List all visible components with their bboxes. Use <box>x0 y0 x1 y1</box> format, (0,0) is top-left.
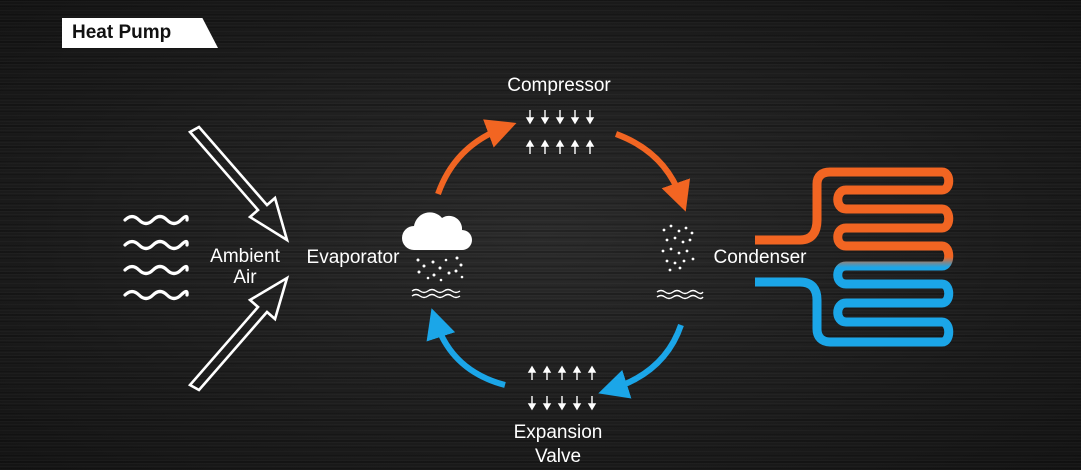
arc-compressor-to-condenser <box>614 131 691 212</box>
expansion-valve-label: Expansion Valve <box>488 421 628 469</box>
hollow-arrow-icon <box>187 275 290 392</box>
down-arrows-icon <box>527 396 597 411</box>
hollow-arrow-icon <box>187 125 290 243</box>
diagram-title: Heat Pump <box>72 22 172 43</box>
arc-evaporator-to-compressor <box>435 119 517 196</box>
arc-condenser-to-expansion <box>598 324 684 399</box>
expansion-valve-label-line1: Expansion <box>513 422 603 443</box>
up-arrows-icon <box>527 365 597 380</box>
wave-icon <box>411 288 461 299</box>
ambient-air-label-line2: Air <box>233 267 257 288</box>
coil-pipe-icon <box>755 167 954 347</box>
ambient-air-label-line1: Ambient <box>210 246 280 267</box>
down-arrows-icon <box>525 110 595 125</box>
evaporator-label: Evaporator <box>306 247 400 268</box>
up-arrows-icon <box>525 139 595 154</box>
title-tag <box>62 18 218 48</box>
compressor-label: Compressor <box>507 75 611 96</box>
ambient-air-label: Ambient Air <box>195 246 295 288</box>
wave-icon <box>656 289 704 300</box>
expansion-valve-label-line2: Valve <box>534 446 582 467</box>
droplets-icon <box>416 256 464 282</box>
cloud-icon <box>402 212 472 250</box>
condenser-label: Condenser <box>713 247 807 268</box>
air-wave-icon <box>123 214 189 301</box>
arc-expansion-to-evaporator <box>426 308 506 388</box>
droplets-icon <box>661 224 695 272</box>
